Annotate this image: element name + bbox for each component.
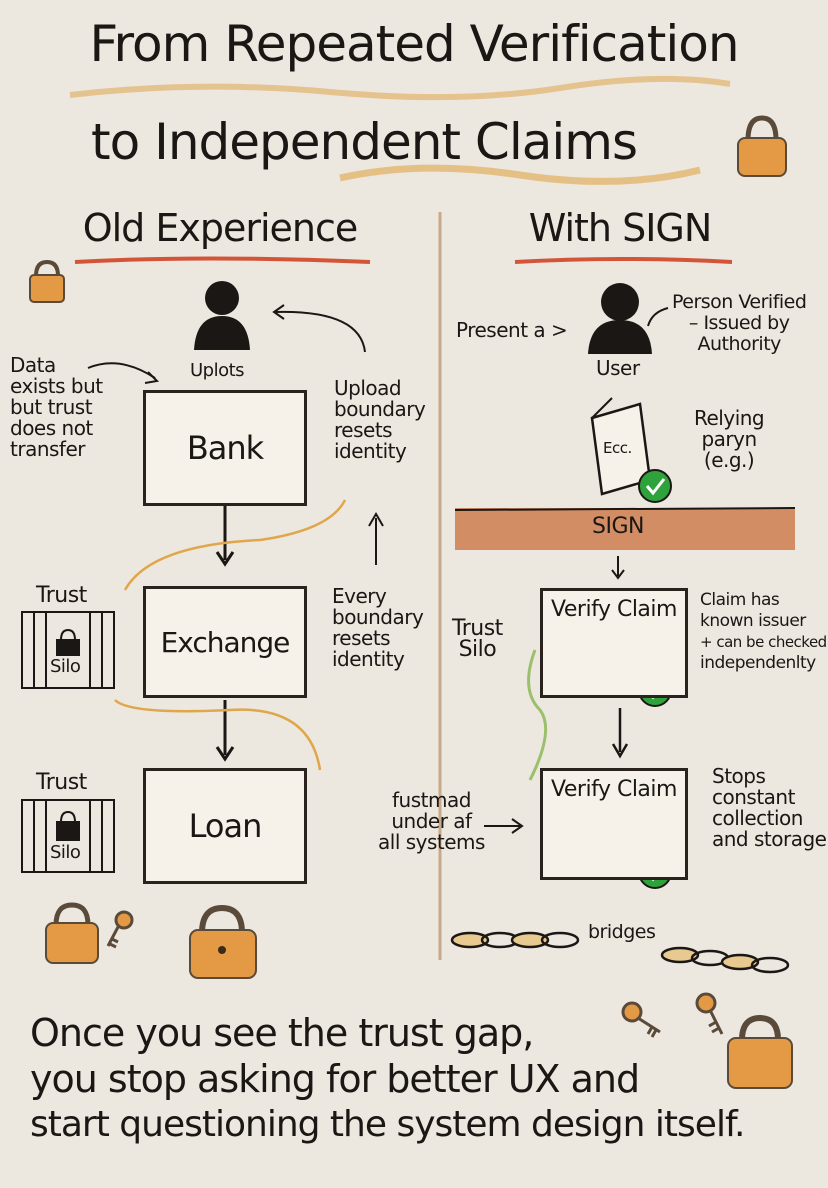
note-line: transfer — [10, 439, 103, 460]
note-line: collection — [712, 808, 826, 829]
note-line: Authority — [672, 334, 806, 355]
left-user-label: Uplots — [190, 360, 244, 381]
note-claim-known-issuer: Claim has known issuer + can be checked … — [700, 590, 827, 674]
right-user-label: User — [596, 358, 640, 379]
check-icon-1 — [639, 470, 671, 502]
note-upload-boundary: Upload boundary resets identity — [334, 378, 425, 462]
title-line-2: to Independent Claims — [0, 112, 778, 172]
exchange-box: Exchange — [143, 586, 307, 698]
note-line: boundary — [334, 399, 425, 420]
verify-claim-box-1: Verify Claim — [540, 588, 688, 698]
note-line: but trust — [10, 397, 103, 418]
padlock-icon-bottomleft-2 — [190, 908, 256, 978]
note-every-boundary: Every boundary resets identity — [332, 586, 423, 670]
document-label: Ecc. — [603, 438, 632, 459]
note-line: fustmad — [378, 790, 485, 811]
note-fustmad: fustmad under af all systems — [378, 790, 485, 853]
note-line: all systems — [378, 832, 485, 853]
heading-old-experience: Old Experience — [70, 206, 370, 250]
padlock-icon-topleft — [30, 262, 64, 302]
note-line: and storage — [712, 829, 826, 850]
key-icon-1 — [108, 912, 132, 947]
note-line: Claim has — [700, 590, 827, 611]
right-trust-silo: Trust Silo — [452, 618, 503, 660]
silo-1-trust-label: Trust — [36, 585, 87, 606]
present-label: Present a > — [456, 320, 567, 341]
note-line: Stops — [712, 766, 826, 787]
note-line: Data — [10, 355, 103, 376]
bank-box: Bank — [143, 390, 307, 506]
silo-1-silo-label: Silo — [50, 656, 80, 677]
note-line: + can be checked — [700, 632, 827, 653]
note-line: Trust — [452, 618, 503, 639]
note-line: boundary — [332, 607, 423, 628]
heading-with-sign: With SIGN — [505, 206, 735, 250]
user-icon-left — [194, 281, 250, 350]
note-line: Upload — [334, 378, 425, 399]
note-line: independenlty — [700, 653, 827, 674]
note-line: Person Verified — [672, 292, 806, 313]
user-icon-right — [588, 283, 652, 354]
note-line: resets — [334, 420, 425, 441]
note-line: under af — [378, 811, 485, 832]
bridges-label: bridges — [588, 922, 655, 943]
silo-2-trust-label: Trust — [36, 772, 87, 793]
note-relying-party: Relying paryn (e.g.) — [694, 408, 764, 471]
loan-box: Loan — [143, 768, 307, 884]
note-line: (e.g.) — [694, 450, 764, 471]
note-line: does not — [10, 418, 103, 439]
note-line: resets — [332, 628, 423, 649]
footer-line-3: start questioning the system design itse… — [30, 1102, 820, 1148]
note-line: identity — [334, 441, 425, 462]
note-line: paryn — [694, 429, 764, 450]
verify-claim-label: Verify Claim — [543, 777, 685, 802]
note-stops-collection: Stops constant collection and storage — [712, 766, 826, 850]
footer-line-1: Once you see the trust gap, — [30, 1010, 820, 1056]
note-line: constant — [712, 787, 826, 808]
note-line: known issuer — [700, 611, 827, 632]
verify-claim-label: Verify Claim — [543, 597, 685, 622]
silo-2-silo-label: Silo — [50, 842, 80, 863]
note-line: Every — [332, 586, 423, 607]
verify-claim-box-2: Verify Claim — [540, 768, 688, 880]
sign-label: SIGN — [592, 516, 644, 537]
note-line: Silo — [452, 639, 503, 660]
note-person-verified: Person Verified – Issued by Authority — [672, 292, 806, 355]
padlock-icon-bottomleft-1 — [46, 905, 98, 963]
note-line: Relying — [694, 408, 764, 429]
note-line: exists but — [10, 376, 103, 397]
footer-line-2: you stop asking for better UX and — [30, 1056, 820, 1102]
title-line-1: From Repeated Verification — [0, 14, 828, 74]
note-line: – Issued by — [672, 313, 806, 334]
note-line: identity — [332, 649, 423, 670]
note-data-exists: Data exists but but trust does not trans… — [10, 355, 103, 460]
